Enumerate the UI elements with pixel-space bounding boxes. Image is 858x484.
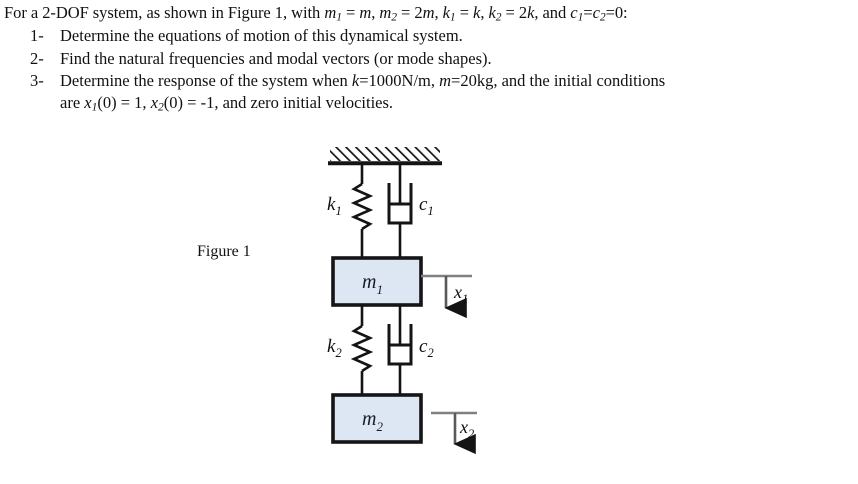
symbol-m-b: m bbox=[422, 3, 435, 22]
spring-mass-damper-diagram: k1 c1 m1 x1 k2 c2 m2 x2 bbox=[300, 132, 540, 484]
question-number-1: 1- bbox=[30, 26, 44, 45]
question-number-2: 2- bbox=[30, 48, 44, 68]
symbol-c1: c1 bbox=[570, 3, 584, 24]
intro-sep4: , and bbox=[534, 3, 571, 22]
subscript-1b: 1 bbox=[449, 11, 456, 24]
damper-c2-label: c2 bbox=[419, 336, 434, 360]
problem-intro-line: For a 2-DOF system, as shown in Figure 1… bbox=[4, 2, 856, 24]
question-list: 1- Determine the equations of motion of … bbox=[4, 25, 856, 113]
mass-m1-label: m1 bbox=[362, 271, 383, 297]
symbol-m: m bbox=[359, 3, 372, 22]
intro-eq1: = bbox=[341, 3, 360, 22]
intro-prefix: For a 2-DOF system, as shown in Figure 1… bbox=[4, 3, 325, 22]
symbol-m2: m2 bbox=[379, 3, 397, 24]
symbol-k: k bbox=[473, 3, 481, 22]
subscript-1: 1 bbox=[336, 11, 342, 24]
fixed-support-icon bbox=[328, 147, 442, 166]
spring-k1-label: k1 bbox=[327, 194, 342, 218]
spring-k1-icon bbox=[350, 163, 374, 258]
spring-k2-icon bbox=[350, 305, 374, 395]
displacement-x2-label: x2 bbox=[459, 417, 474, 441]
q3-k-equation: =1000N/m, bbox=[359, 71, 440, 90]
symbol-x2-initial: x2 bbox=[150, 92, 164, 114]
displacement-x2-indicator bbox=[431, 411, 477, 455]
q3-m-equation: =20kg, and the initial conditions bbox=[451, 71, 666, 90]
mass-m2-label: m2 bbox=[362, 408, 383, 434]
symbol-k-b: k bbox=[527, 3, 535, 22]
symbol-m1: m1 bbox=[324, 3, 342, 24]
intro-eq2: = 2 bbox=[396, 3, 423, 22]
question-item-2: 2- Find the natural frequencies and moda… bbox=[4, 48, 856, 70]
question-text-2: Find the natural frequencies and modal v… bbox=[60, 48, 492, 68]
q3-x2-equation: (0) = -1, and zero initial velocities. bbox=[163, 92, 394, 112]
subscript-2: 2 bbox=[391, 11, 397, 24]
question-item-1: 1- Determine the equations of motion of … bbox=[4, 25, 856, 47]
displacement-x1-label: x1 bbox=[453, 282, 468, 306]
intro-eq4: = 2 bbox=[501, 3, 528, 22]
subscript-x2: 2 bbox=[158, 101, 164, 114]
intro-sep3: , bbox=[480, 3, 489, 22]
symbol-k2: k2 bbox=[488, 3, 502, 24]
mass-m1-block bbox=[331, 256, 423, 307]
question-text-3-continued: are x1(0) = 1, x2(0) = -1, and zero init… bbox=[60, 92, 856, 114]
question-number-3: 3- bbox=[30, 71, 44, 90]
question-text-1: Determine the equations of motion of thi… bbox=[60, 26, 463, 45]
intro-eq3: = bbox=[455, 3, 474, 22]
question-item-3: 3- Determine the response of the system … bbox=[4, 70, 856, 113]
subscript-2b: 2 bbox=[495, 11, 502, 24]
intro-sep1: , bbox=[371, 3, 380, 22]
displacement-x1-indicator bbox=[421, 274, 472, 319]
subscript-x1: 1 bbox=[91, 101, 98, 114]
subscript-1c: 1 bbox=[577, 11, 584, 24]
symbol-m-value: m bbox=[439, 71, 452, 90]
damper-c1-label: c1 bbox=[419, 194, 434, 218]
mass-m2-block bbox=[331, 393, 423, 444]
symbol-x1-initial: x1 bbox=[84, 92, 98, 114]
symbol-k1: k1 bbox=[442, 3, 456, 24]
question-text-3: Determine the response of the system whe… bbox=[60, 70, 856, 92]
symbol-k-value: k bbox=[351, 71, 360, 90]
q3-x1-equation: (0) = 1, bbox=[97, 92, 151, 112]
q3-prefix: Determine the response of the system whe… bbox=[60, 71, 352, 90]
q3-cont-prefix: are bbox=[60, 92, 85, 112]
damper-c1-icon bbox=[387, 163, 413, 258]
spring-k2-label: k2 bbox=[327, 336, 342, 360]
intro-eq5: = bbox=[583, 3, 593, 22]
damper-c2-icon bbox=[387, 305, 413, 395]
intro-sep2: , bbox=[434, 3, 443, 22]
subscript-2c: 2 bbox=[599, 11, 606, 24]
figure-caption: Figure 1 bbox=[197, 243, 251, 260]
symbol-c2: c2 bbox=[592, 3, 606, 24]
intro-tail: =0: bbox=[605, 3, 628, 22]
problem-statement: For a 2-DOF system, as shown in Figure 1… bbox=[4, 2, 856, 113]
